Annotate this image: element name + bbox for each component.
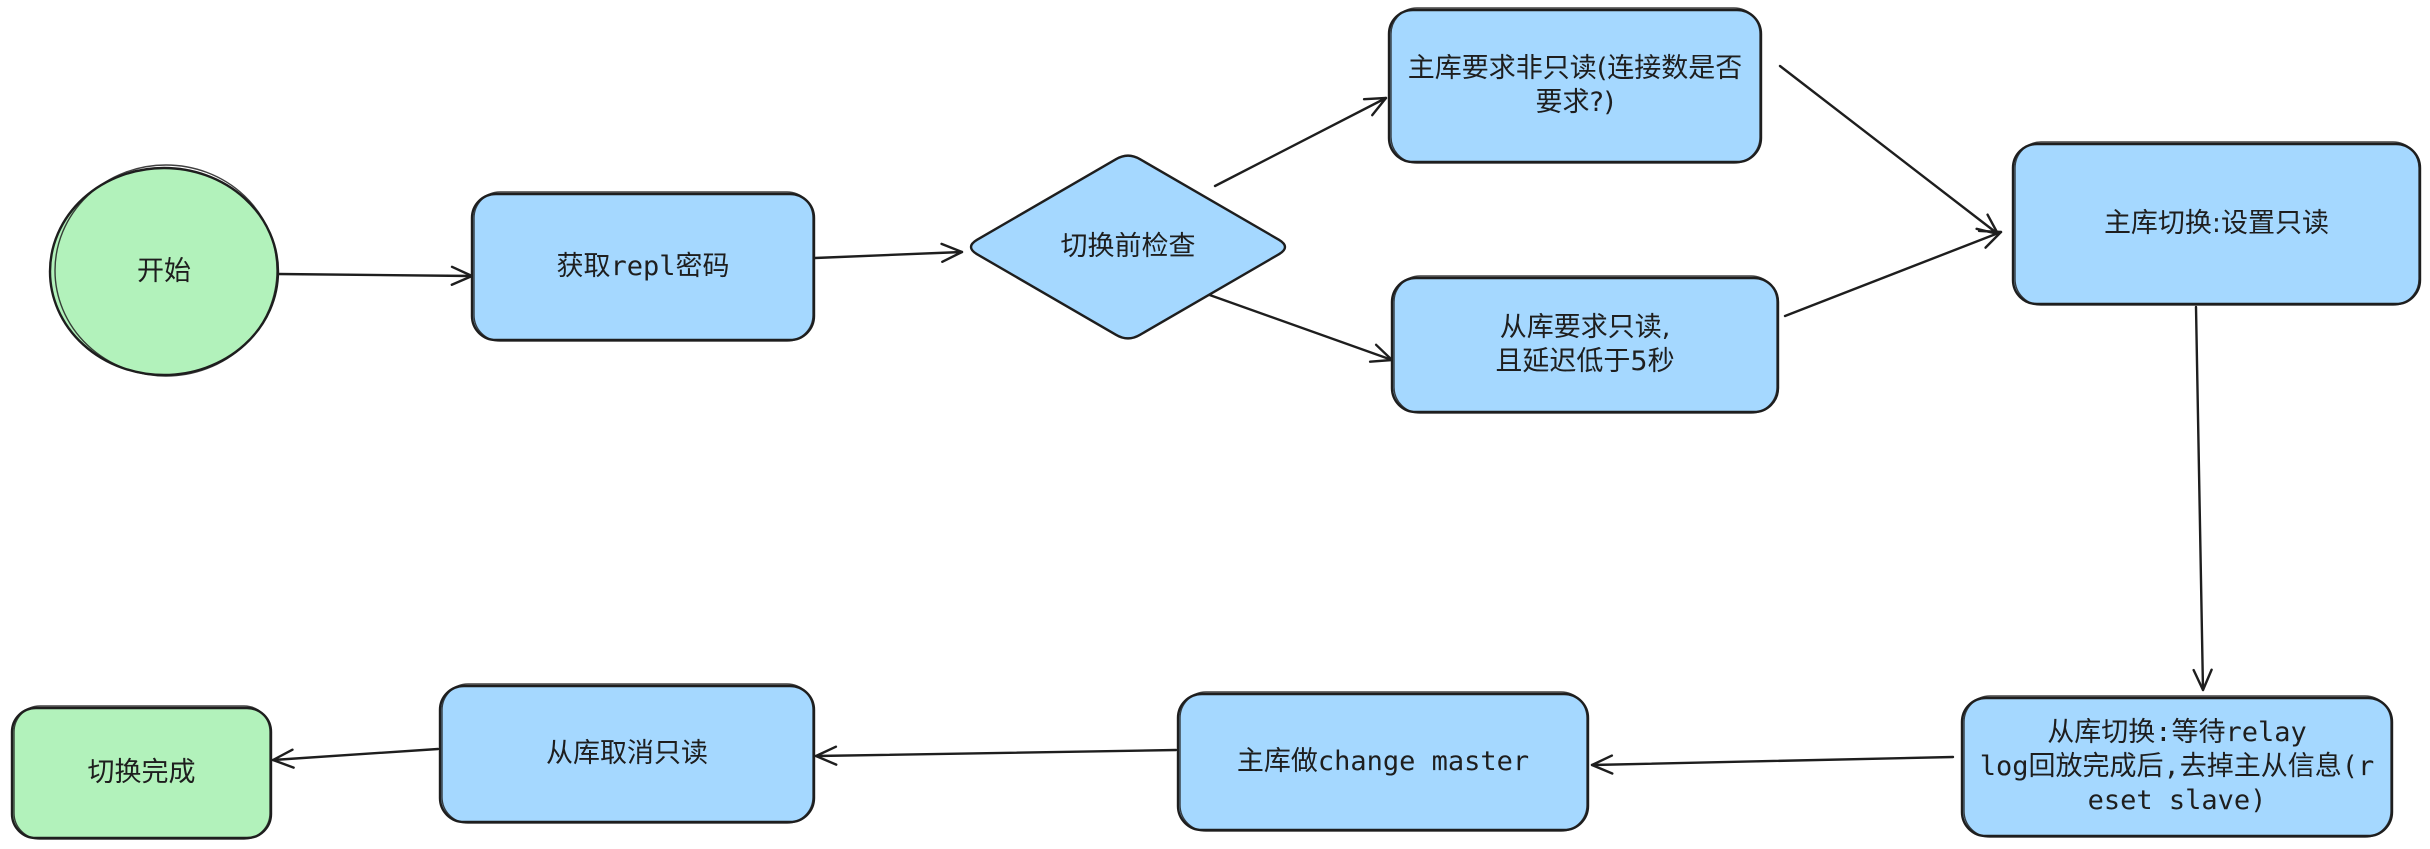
edge-slave-cancel-readonly-to-switch-complete <box>271 747 440 762</box>
node-slave-requirement <box>1390 276 1780 414</box>
node-master-requirement <box>1387 8 1763 164</box>
edge-get-repl-password-to-pre-switch-check <box>813 250 964 260</box>
edge-start-to-get-repl-password <box>276 272 474 278</box>
arrowhead-master-change-master-to-slave-cancel-readonly <box>814 745 838 766</box>
edge-master-switch-to-slave-switch <box>2194 305 2205 692</box>
node-slave-switch-outline <box>1963 695 2392 838</box>
node-master-change-master <box>1176 692 1590 832</box>
arrowhead-pre-switch-check-to-master-requirement <box>1362 96 1388 117</box>
node-switch-complete <box>10 706 273 840</box>
node-master-switch-outline <box>2014 141 2420 306</box>
node-pre-switch-check <box>969 154 1287 340</box>
node-get-repl-password-outline <box>473 191 814 342</box>
node-slave-switch <box>1960 696 2394 838</box>
node-slave-cancel-readonly-outline <box>441 683 814 824</box>
node-master-switch <box>2011 142 2422 306</box>
arrowhead-slave-requirement-to-master-switch <box>1977 229 2003 249</box>
edge-master-change-master-to-slave-cancel-readonly <box>814 748 1178 758</box>
node-slave-requirement-outline <box>1393 275 1778 414</box>
node-slave-cancel-readonly <box>438 684 816 824</box>
edge-pre-switch-check-to-master-requirement <box>1213 96 1388 188</box>
node-start-outline <box>54 164 278 377</box>
node-master-requirement-outline <box>1390 7 1761 164</box>
node-get-repl-password <box>470 192 816 342</box>
node-start <box>48 166 280 377</box>
arrowhead-slave-switch-to-master-change-master <box>1590 754 1614 775</box>
arrowhead-get-repl-password-to-pre-switch-check <box>940 242 964 263</box>
arrowhead-master-switch-to-slave-switch <box>2192 668 2213 692</box>
edges-layer <box>271 64 2213 775</box>
node-switch-complete-outline <box>13 705 271 840</box>
edge-slave-requirement-to-master-switch <box>1783 230 2003 318</box>
node-master-change-master-outline <box>1179 691 1588 832</box>
edge-pre-switch-check-to-slave-requirement <box>1188 286 1394 362</box>
nodes-layer <box>10 7 2422 840</box>
edge-slave-switch-to-master-change-master <box>1590 755 1955 767</box>
edge-master-requirement-to-master-switch <box>1778 64 2000 236</box>
arrowhead-slave-cancel-readonly-to-switch-complete <box>271 748 295 769</box>
